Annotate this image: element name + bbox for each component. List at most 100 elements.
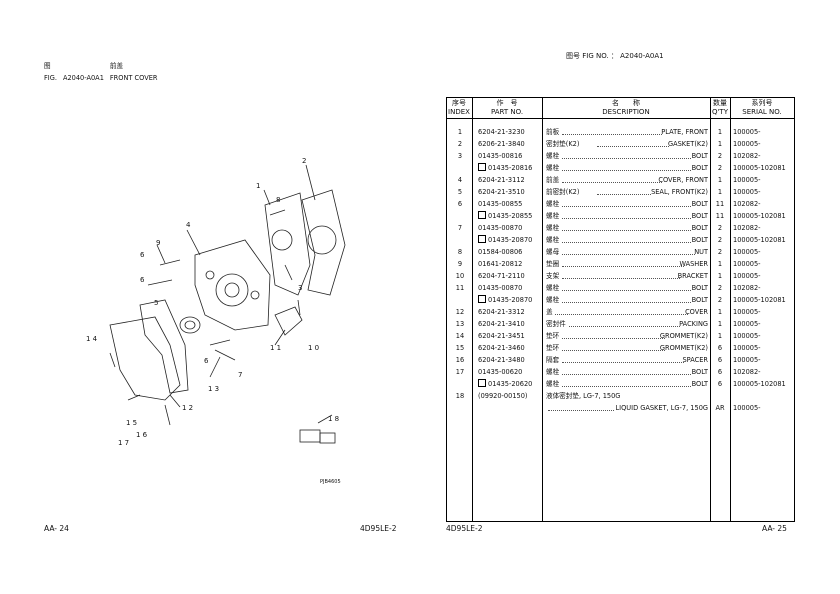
serial-cell: 100005-102081 [733,380,786,388]
index-cell: 13 [455,320,465,328]
leader-dots [562,338,666,339]
part-no-cell: 01435-00870 [478,222,542,234]
fig-title-en: FRONT COVER [109,74,158,82]
drawing-code: PJB4605 [320,479,341,485]
serial-cell: 100005- [733,128,761,136]
part-no: 01435-20870 [488,296,533,304]
part-no-cell: 6204-21-3312 [478,306,542,318]
index-cell: 12 [455,308,465,316]
index-cell: 3 [457,152,463,160]
checkbox-icon [478,235,486,243]
description-cn: 前密封(K2) [546,188,580,196]
serial-cell: 100005- [733,344,761,352]
right-fig-header: 图号 FIG NO. ： A2040-A0A1 [566,52,664,60]
left-model: 4D95LE-2 [360,524,397,533]
qty-cell: 11 [715,212,725,220]
index-cell: 14 [455,332,465,340]
part-no-cell: 01435-00816 [478,150,542,162]
description-cn: 隔套 [546,356,560,364]
index-cell: 1 [457,128,463,136]
leader-dots [562,230,692,231]
description-cn: 垫环 [546,344,560,352]
leader-dots [562,242,692,243]
part-no-cell: 6204-21-3460 [478,342,542,354]
fig-title-cn: 前盖 [109,62,124,70]
description-cn: 垫圈 [546,260,560,268]
part-no-cell: 6204-21-3480 [478,354,542,366]
part-no-cell: 6204-71-2110 [478,270,542,282]
qty-cell: 2 [717,164,723,172]
leader-dots [562,170,692,171]
fig-no-sep: ： [610,52,618,60]
index-cell: 5 [457,188,463,196]
leader-dots [562,182,662,183]
gasket-shape [301,189,346,296]
leader-dots [597,146,669,147]
callout-8: 8 [276,196,280,204]
description-en: LIQUID GASKET, LG-7, 150G [615,404,708,412]
part-no: 6206-21-3840 [478,140,525,148]
part-no-cell: (09920-00150) [478,390,542,402]
part-no: 01435-00870 [478,224,523,232]
serial-cell: 100005-102081 [733,212,786,220]
part-no: 01435-00620 [478,368,523,376]
description-en: BOLT [691,296,708,304]
serial-cell: 102082- [733,284,761,292]
callout-6: 6 [140,251,145,259]
part-no: 01435-20855 [488,212,533,220]
index-cell: 17 [455,368,465,376]
description-cn: 螺栓 [546,296,560,304]
part-no: 01435-20870 [488,236,533,244]
front-seal-shape [179,316,201,334]
leader-dots [562,350,666,351]
serial-cell: 100005- [733,188,761,196]
packing-shape [139,299,189,394]
leader-dots [562,374,692,375]
callout-6b: 6 [140,276,145,284]
part-no-cell: 01435-00870 [478,282,542,294]
part-no-cell: 01435-00855 [478,198,542,210]
front-plate-shape [264,192,311,296]
index-cell: 8 [457,248,463,256]
description-cn: 螺栓 [546,284,560,292]
checkbox-icon [478,379,486,387]
part-no-cell: 6204-21-3510 [478,186,542,198]
description-en: NUT [694,248,708,256]
description-cn: 前盖 [546,176,560,184]
description-en: SEAL, FRONT(K2) [651,188,708,196]
qty-cell: 1 [717,320,723,328]
description-cn: 支架 [546,272,560,280]
description-en: PLATE, FRONT [661,128,708,136]
checkbox-icon [478,295,486,303]
description-cn: 液体密封垫, LG-7, 150G [546,392,621,400]
callout-10: 1 0 [308,344,319,352]
serial-cell: 100005-102081 [733,296,786,304]
callout-17: 1 7 [118,439,129,447]
index-cell: 7 [457,224,463,232]
serial-cell: 100005- [733,140,761,148]
fig-label-en: FIG. [44,74,57,82]
right-page-number: AA- 25 [762,524,787,533]
